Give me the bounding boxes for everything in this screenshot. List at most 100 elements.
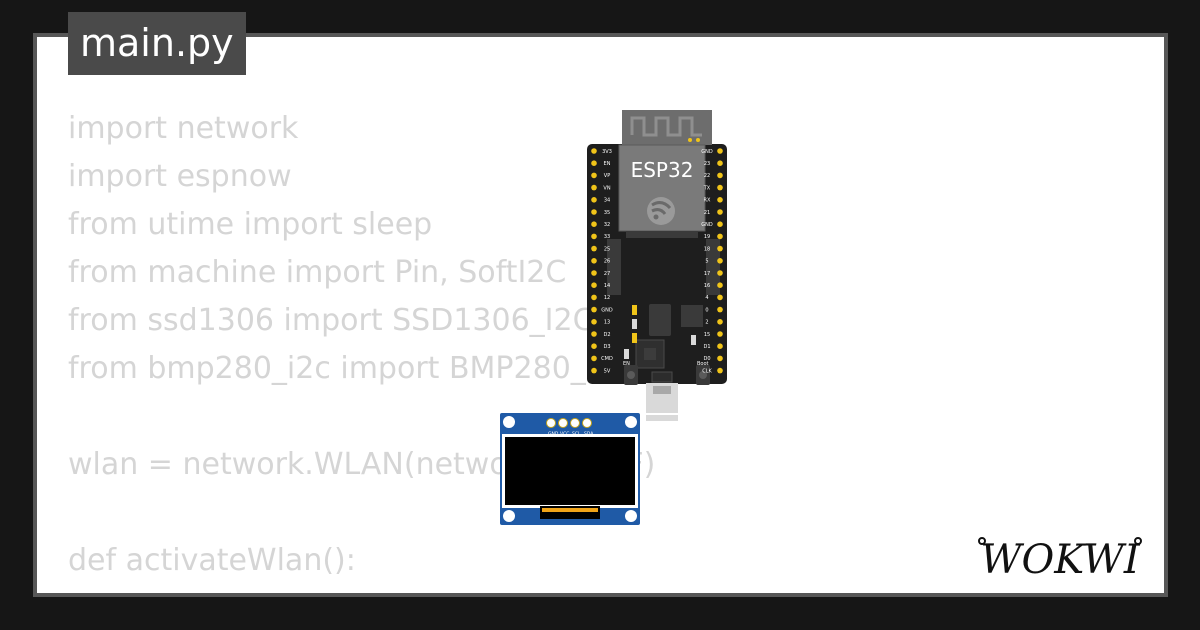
pin-label-right: 21: [704, 210, 710, 216]
usb-uart-chip: [649, 304, 671, 336]
wokwi-logo-text: WOKWI: [980, 537, 1140, 583]
code-line: from ssd1306 import SSD1306_I2C: [68, 303, 594, 338]
pin-label-left: GND: [601, 307, 613, 313]
pin-pad-left-8[interactable]: [591, 245, 597, 252]
logo-node: [1134, 537, 1142, 545]
pin-pad-right-7[interactable]: [717, 233, 723, 240]
pin-pad-right-3[interactable]: [717, 184, 723, 191]
pin-label-left: 3V3: [602, 149, 612, 155]
usb-port-opening: [653, 386, 671, 394]
header-strip-left: [607, 239, 621, 295]
pin-label-right: 15: [704, 332, 710, 338]
antenna-trace-icon: [630, 116, 702, 137]
pin-pad-left-9[interactable]: [591, 258, 597, 264]
file-tab[interactable]: main.py: [68, 12, 246, 75]
esp32-board: ESP32 EN Boot 3V3ENVPVN34353233252627141…: [587, 110, 727, 421]
oled-ribbon: [540, 506, 600, 519]
led-row: [651, 371, 673, 383]
pin-label-left: 33: [604, 234, 610, 240]
boot-button-cap[interactable]: [699, 371, 707, 379]
pin-label-left: VP: [604, 173, 610, 179]
pin-label-right: RX: [704, 198, 711, 204]
pin-pad-left-17[interactable]: [591, 355, 597, 362]
pin-pad-left-4[interactable]: [591, 197, 597, 203]
pin-pad-right-0[interactable]: [717, 148, 723, 154]
pin-label-right: D1: [703, 344, 710, 350]
oled-pin-pad: [570, 418, 580, 428]
logo-node: [978, 537, 986, 545]
pin-label-left: 12: [604, 295, 610, 301]
pin-label-right: 23: [704, 161, 710, 167]
code-line: from machine import Pin, SoftI2C: [68, 255, 567, 290]
oled-pin-pad: [558, 418, 568, 428]
pin-pad-right-14[interactable]: [717, 319, 723, 325]
pin-pad-left-18[interactable]: [591, 367, 597, 374]
mount-hole: [503, 416, 515, 428]
pin-pad-right-15[interactable]: [717, 331, 723, 337]
pin-pad-right-1[interactable]: [717, 160, 723, 166]
pin-pad-right-10[interactable]: [717, 270, 723, 276]
pin-pad-left-11[interactable]: [591, 282, 597, 288]
pin-label-right: GND: [701, 222, 713, 228]
pin-pad-left-10[interactable]: [591, 270, 597, 276]
pin-pad-right-2[interactable]: [717, 172, 723, 179]
pin-pad-right-17[interactable]: [717, 355, 723, 362]
code-line: from bmp280_i2c import BMP280_I2C: [68, 351, 635, 386]
pin-label-left: 26: [604, 259, 610, 265]
pin-label-left: 13: [604, 320, 610, 326]
module-edge: [626, 231, 698, 238]
pin-label-left: EN: [604, 161, 611, 167]
pin-label-right: 17: [704, 271, 710, 277]
pin-label-left: VN: [603, 185, 610, 191]
code-line: def activateWlan():: [68, 543, 356, 578]
chip-die: [644, 348, 656, 360]
code-line: import espnow: [68, 159, 292, 194]
smd-component: [632, 305, 637, 315]
pin-pad-right-9[interactable]: [717, 258, 723, 264]
pin-pad-right-18[interactable]: [717, 367, 723, 374]
pin-label-right: 2: [705, 320, 708, 326]
pin-label-left: 35: [604, 210, 610, 216]
oled-screen: [505, 437, 635, 505]
pin-label-right: 22: [704, 173, 710, 179]
voltage-regulator: [681, 305, 703, 327]
pin-label-left: 25: [604, 246, 610, 252]
pin-pad-right-12[interactable]: [717, 294, 723, 301]
smd-component: [632, 319, 637, 329]
pin-pad-right-6[interactable]: [717, 221, 723, 227]
pin-pad-left-0[interactable]: [591, 148, 597, 154]
pin-label-right: 4: [705, 295, 708, 301]
pin-pad-right-16[interactable]: [717, 343, 723, 349]
board-shadow-line: [622, 413, 712, 415]
pin-pad-left-5[interactable]: [591, 209, 597, 215]
pin-pad-left-15[interactable]: [591, 331, 597, 337]
en-label: EN: [623, 361, 630, 367]
pin-pad-left-14[interactable]: [591, 319, 597, 325]
pin-label-right: TX: [703, 185, 711, 191]
pin-label-right: 0: [705, 307, 708, 313]
pin-pad-left-16[interactable]: [591, 343, 597, 349]
pin-pad-right-13[interactable]: [717, 306, 723, 313]
pin-label-left: 14: [604, 283, 610, 289]
pin-pad-left-7[interactable]: [591, 233, 597, 240]
mount-hole: [625, 510, 637, 522]
pin-pad-left-13[interactable]: [591, 306, 597, 313]
pin-pad-right-8[interactable]: [717, 245, 723, 252]
pin-pad-right-11[interactable]: [717, 282, 723, 288]
pin-label-right: GND: [701, 149, 713, 155]
pin-pad-right-5[interactable]: [717, 209, 723, 215]
pin-label-right: 16: [704, 283, 710, 289]
en-button-cap[interactable]: [627, 371, 635, 379]
pin-pad-left-6[interactable]: [591, 221, 597, 227]
pin-pad-left-12[interactable]: [591, 294, 597, 301]
pin-label-left: 5V: [604, 368, 611, 374]
pin-label-left: CMD: [601, 356, 613, 362]
pin-pad-left-2[interactable]: [591, 172, 597, 179]
pin-pad-right-4[interactable]: [717, 197, 723, 203]
antenna-pad: [688, 138, 692, 142]
espressif-logo-icon: [647, 197, 675, 225]
pin-pad-left-3[interactable]: [591, 184, 597, 191]
pin-pad-left-1[interactable]: [591, 160, 597, 166]
mount-hole: [625, 416, 637, 428]
